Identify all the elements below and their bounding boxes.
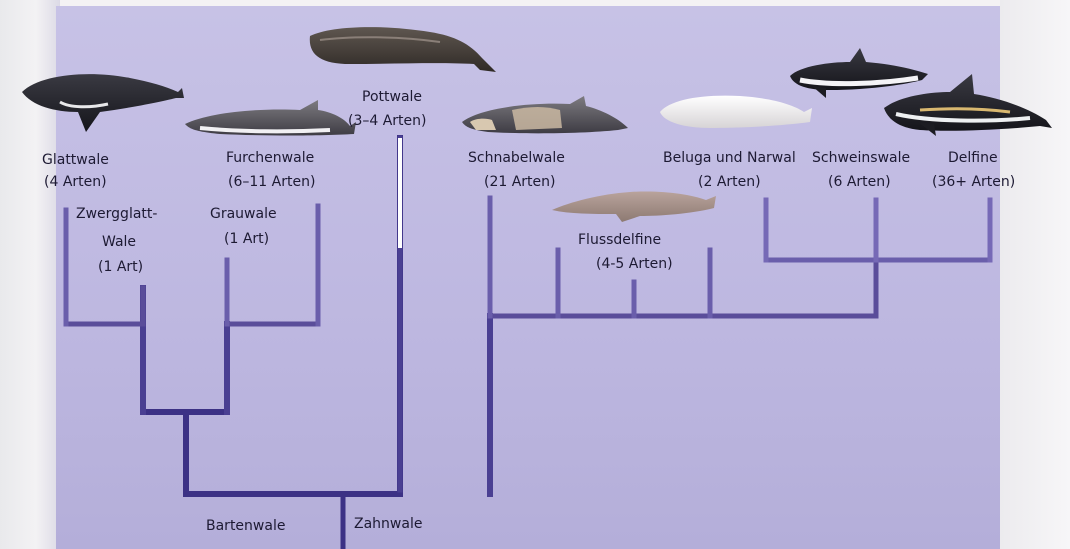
pottwale-count: (3–4 Arten): [348, 113, 427, 129]
pottwale-branch-highlight: [398, 138, 402, 248]
beluga-name: Beluga und Narwal: [663, 150, 796, 166]
flussdelfine-count: (4-5 Arten): [596, 256, 673, 272]
schnabelwale-count: (21 Arten): [484, 174, 556, 190]
glattwale-name: Glattwale: [42, 152, 109, 168]
grauwale-count: (1 Art): [224, 231, 269, 247]
zwergglattwale-name-1: Zwergglatt-: [76, 206, 157, 222]
root-labels: Bartenwale Zahnwale: [206, 516, 422, 534]
beluga-icon: [660, 96, 812, 128]
zwergglattwale-count: (1 Art): [98, 259, 143, 275]
river-dolphin-icon: [552, 191, 716, 222]
grauwale-name: Grauwale: [210, 206, 277, 222]
delfine-name: Delfine: [948, 150, 998, 166]
schweinswale-name: Schweinswale: [812, 150, 910, 166]
delfine-count: (36+ Arten): [932, 174, 1015, 190]
bartenwale-label: Bartenwale: [206, 518, 285, 534]
zahnwale-label: Zahnwale: [354, 516, 422, 532]
furchenwale-name: Furchenwale: [226, 150, 314, 166]
beluga-count: (2 Arten): [698, 174, 761, 190]
tree-branches: [66, 138, 990, 549]
beaked-whale-icon: [462, 96, 628, 133]
schweinswale-count: (6 Arten): [828, 174, 891, 190]
sperm-whale-icon: [310, 27, 496, 72]
schnabelwale-name: Schnabelwale: [468, 150, 565, 166]
dolphin-icon: [884, 74, 1052, 136]
zwergglattwale-name-2: Wale: [102, 234, 136, 250]
porpoise-icon: [790, 48, 928, 98]
flussdelfine-name: Flussdelfine: [578, 232, 661, 248]
minke-whale-icon: [185, 100, 356, 136]
pottwale-name: Pottwale: [362, 89, 422, 105]
glattwale-count: (4 Arten): [44, 174, 107, 190]
furchenwale-count: (6–11 Arten): [228, 174, 315, 190]
right-whale-icon: [22, 74, 184, 132]
